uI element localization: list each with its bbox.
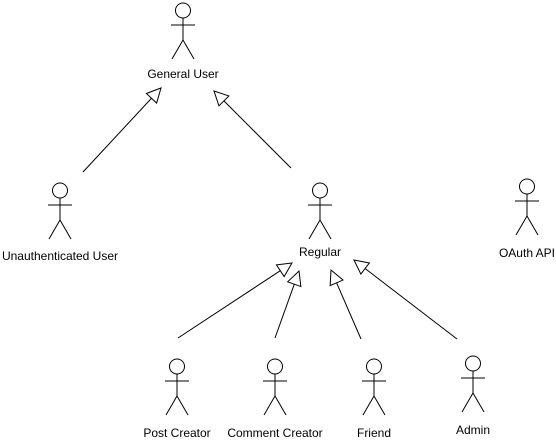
actor-regular[interactable]: Regular: [299, 182, 341, 259]
actor-friend[interactable]: Friend: [357, 358, 391, 440]
actor-admin[interactable]: Admin: [456, 355, 490, 437]
actor-unauthenticated-user[interactable]: Unauthenticated User: [2, 182, 118, 263]
actor-label: Regular: [299, 245, 341, 259]
stick-figure-icon: [171, 2, 195, 60]
generalization-arrowhead: [329, 268, 344, 287]
generalization-arrowhead: [275, 262, 293, 278]
actor-comment-creator[interactable]: Comment Creator: [227, 358, 323, 440]
generalization-arrowhead: [353, 259, 371, 276]
generalization-arrowhead: [145, 87, 162, 104]
generalization-line-comment-creator-to-regular: [274, 284, 295, 339]
stick-figure-icon: [165, 358, 189, 416]
stick-figure-icon: [263, 358, 287, 416]
generalization-line-admin-to-regular: [364, 268, 458, 340]
stick-figure-icon: [362, 358, 386, 416]
actor-post-creator[interactable]: Post Creator: [143, 358, 211, 440]
stick-figure-icon: [48, 182, 72, 240]
stick-figure-icon: [308, 182, 332, 240]
actor-label: Post Creator: [143, 426, 210, 440]
stick-figure-icon: [515, 178, 539, 236]
generalization-arrowhead: [213, 90, 230, 107]
actor-label: Comment Creator: [227, 426, 322, 440]
actor-label: OAuth API: [499, 246, 555, 260]
actor-label: Unauthenticated User: [2, 249, 118, 263]
stick-figure-icon: [461, 355, 485, 413]
generalization-line-friend-to-regular: [336, 282, 362, 340]
actor-label: General User: [147, 67, 218, 81]
generalization-line-post-creator-to-regular: [177, 270, 281, 339]
generalization-line-regular-to-general-user: [223, 100, 292, 169]
generalization-arrowhead: [286, 269, 302, 288]
generalization-edges: [82, 87, 458, 340]
actor-label: Admin: [456, 423, 490, 437]
actor-general-user[interactable]: General User: [147, 2, 219, 81]
generalization-line-unauthenticated-user-to-general-user: [82, 97, 152, 173]
actor-label: Friend: [357, 426, 391, 440]
actor-oauth-api[interactable]: OAuth API: [499, 178, 555, 260]
